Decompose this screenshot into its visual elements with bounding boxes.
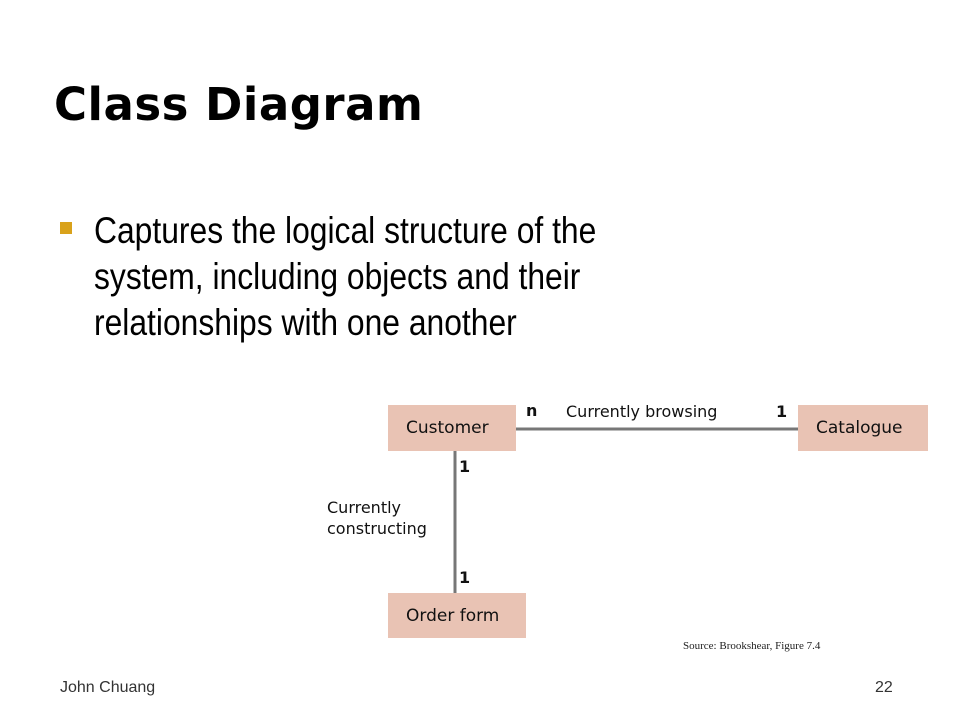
customer-class-box: Customer [388, 405, 516, 451]
square-bullet-icon [60, 222, 72, 234]
constructing-label-line1: Currently [327, 498, 402, 517]
catalogue-class-box: Catalogue [798, 405, 928, 451]
customer-class-label: Customer [406, 418, 489, 438]
constructing-order-multiplicity: 1 [459, 568, 471, 587]
page-number: 22 [875, 679, 893, 696]
source-citation: Source: Brookshear, Figure 7.4 [683, 640, 821, 652]
constructing-label-line2: constructing [327, 519, 427, 538]
order-form-class-box: Order form [388, 593, 526, 638]
browsing-customer-multiplicity: n [526, 401, 538, 420]
browsing-catalogue-multiplicity: 1 [776, 402, 788, 421]
browsing-association-label: Currently browsing [566, 402, 718, 421]
catalogue-class-label: Catalogue [816, 418, 903, 438]
constructing-customer-multiplicity: 1 [459, 457, 471, 476]
order-form-class-label: Order form [406, 605, 500, 626]
slide-title: Class Diagram [54, 78, 424, 131]
footer-author: John Chuang [60, 679, 156, 696]
bullet-text: Captures the logical structure of the sy… [94, 210, 597, 343]
